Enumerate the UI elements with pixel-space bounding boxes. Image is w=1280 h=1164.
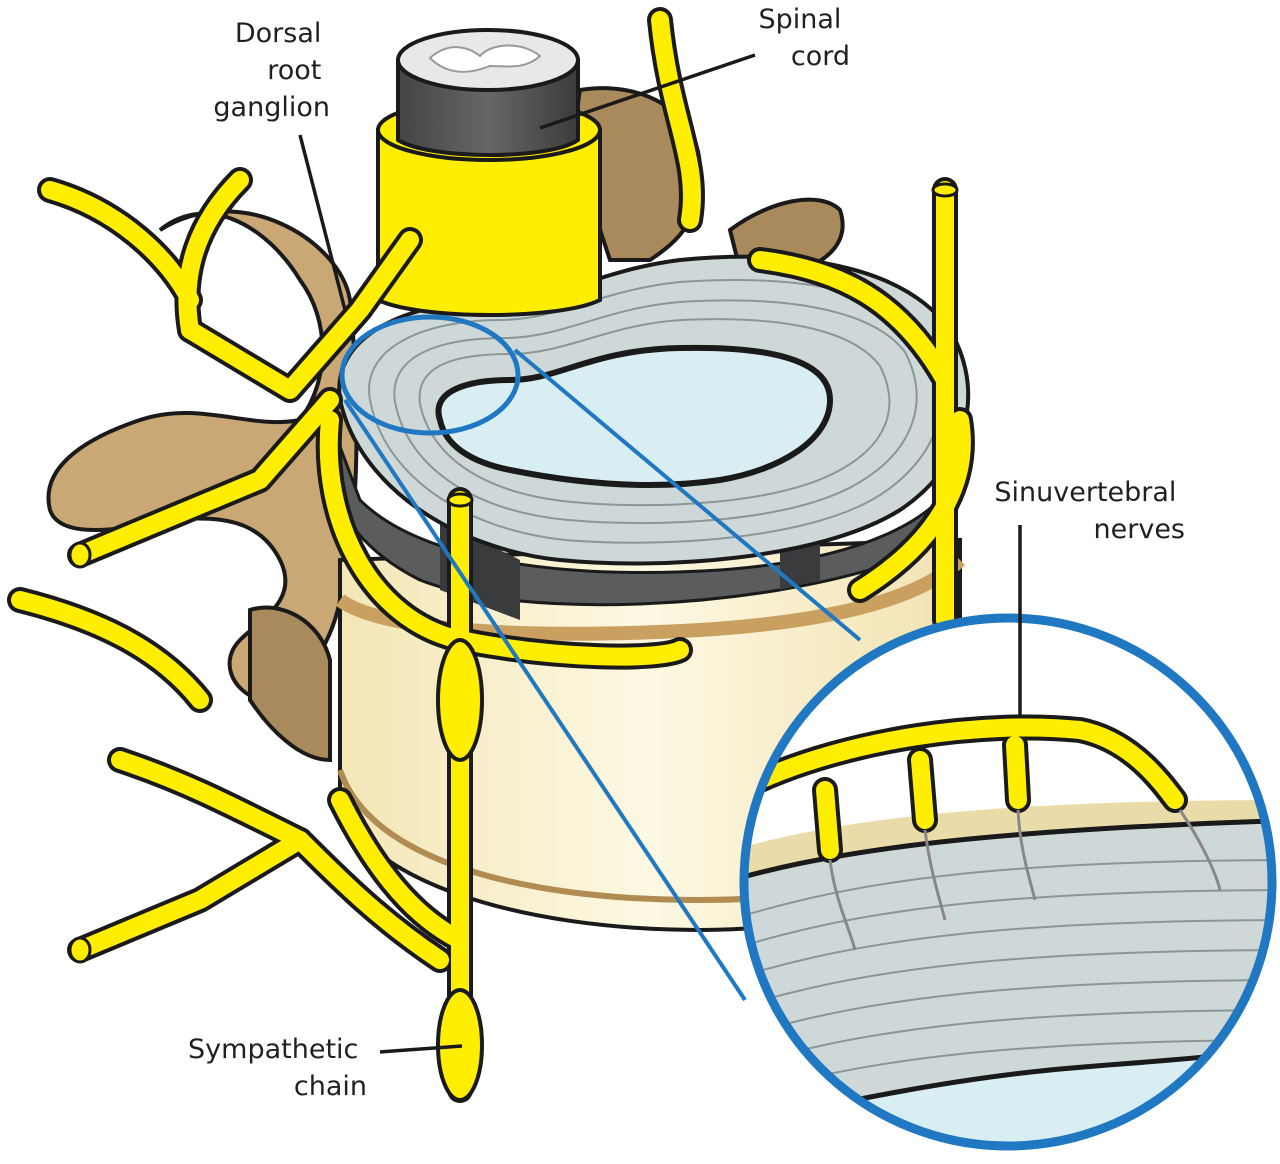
- label-spinal-cord: Spinal cord: [758, 4, 850, 72]
- label-sinuvertebral-nerves: Sinuvertebral nerves: [994, 477, 1185, 545]
- zoom-source-circle: [339, 314, 521, 436]
- leader-sympathetic-chain: [379, 1044, 463, 1054]
- leader-dorsal-root-ganglion: [298, 134, 347, 311]
- labels: Dorsal root ganglion Spinal cord Sinuver…: [188, 4, 1185, 1102]
- leader-spinal-cord: [539, 53, 756, 130]
- label-dorsal-root-ganglion: Dorsal root ganglion: [213, 18, 330, 123]
- zoom-line-lower: [343, 398, 747, 1002]
- nerve-network: [7, 7, 975, 1103]
- label-sympathetic-chain: Sympathetic chain: [188, 1034, 367, 1102]
- leader-lines: [298, 53, 1022, 1054]
- spinal-cord: [376, 28, 602, 317]
- zoom-line-upper: [513, 348, 862, 642]
- zoom-callout: [339, 314, 862, 1002]
- sympathetic-ganglion: [436, 638, 484, 762]
